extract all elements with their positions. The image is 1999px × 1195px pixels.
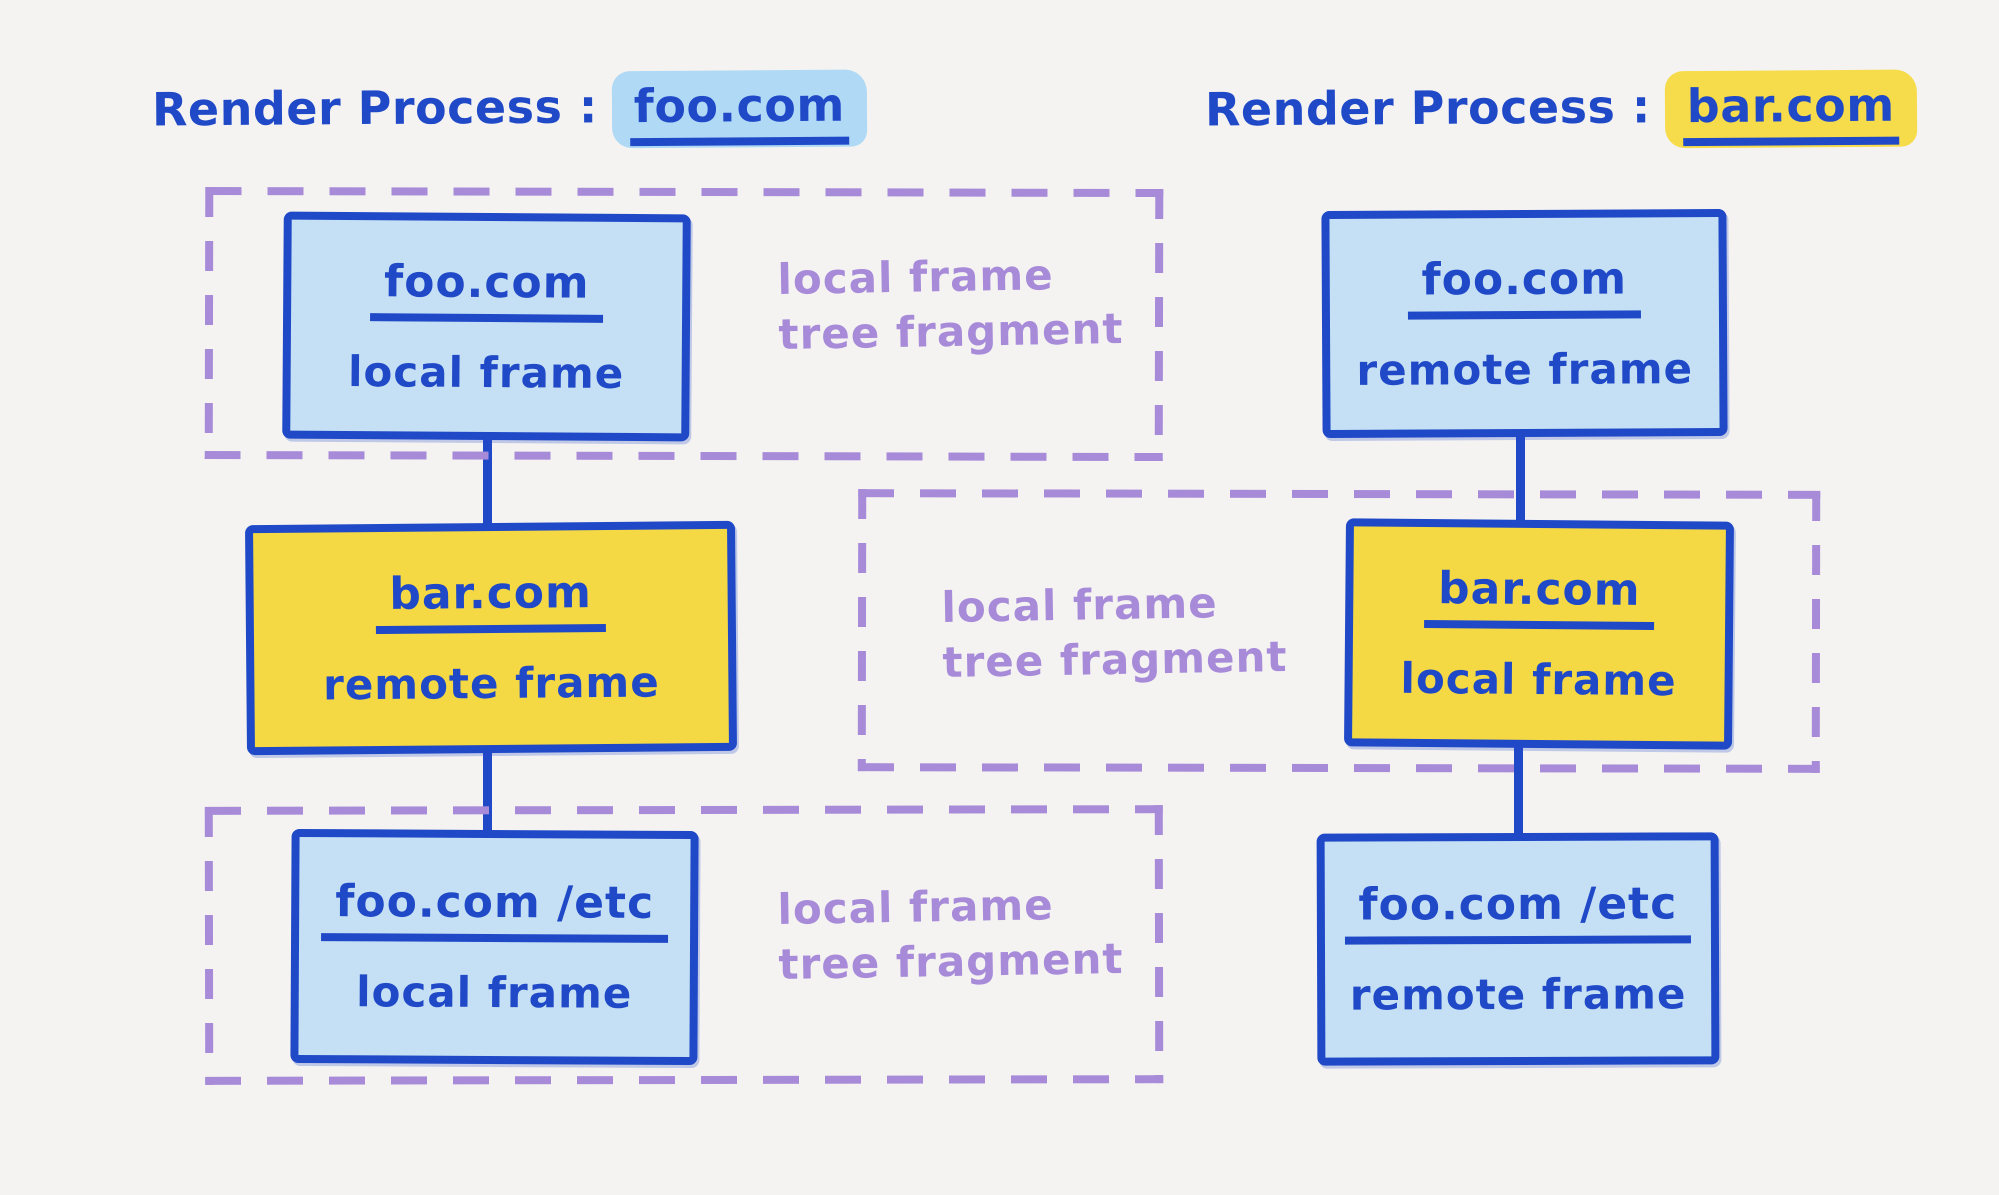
node-frame-type-label: local frame: [1400, 653, 1677, 706]
node-domain-label: bar.com: [375, 566, 607, 635]
connector-left-bottom: [483, 740, 492, 845]
process-title-foo-prefix: Render Process :: [151, 79, 599, 137]
fragment-label-line1: local frame: [777, 880, 1055, 935]
foo-title-domain: foo.com: [629, 77, 850, 147]
node-domain-label: foo.com /etc: [321, 876, 669, 943]
node-foo-local-frame: foo.com local frame: [282, 211, 691, 442]
fragment-label-line1: local frame: [941, 578, 1219, 633]
node-foo-etc-local-frame: foo.com /etc local frame: [290, 828, 699, 1066]
node-frame-type-label: remote frame: [1356, 343, 1694, 395]
fragment-label-line2: tree fragment: [778, 933, 1124, 989]
process-title-bar: Render Process : bar.com: [1204, 69, 1917, 152]
connector-right-top: [1516, 428, 1525, 538]
process-title-foo: Render Process : foo.com: [151, 69, 868, 152]
node-foo-remote-frame: foo.com remote frame: [1321, 208, 1728, 439]
bar-title-domain: bar.com: [1682, 77, 1899, 147]
node-domain-label: foo.com: [369, 255, 604, 323]
fragment-label-right: local frame tree fragment: [941, 575, 1288, 690]
node-frame-type-label: local frame: [356, 967, 633, 1018]
fragment-label-left-top: local frame tree fragment: [777, 247, 1124, 362]
process-title-bar-prefix: Render Process :: [1204, 79, 1652, 137]
node-frame-type-label: local frame: [347, 346, 625, 398]
node-domain-label: bar.com: [1423, 562, 1655, 631]
fragment-label-line2: tree fragment: [942, 631, 1288, 687]
connector-right-bottom: [1514, 738, 1523, 848]
connector-left-top: [483, 430, 492, 540]
bar-title-highlight: bar.com: [1664, 69, 1917, 149]
node-bar-remote-frame: bar.com remote frame: [245, 520, 737, 756]
node-bar-local-frame: bar.com local frame: [1344, 518, 1734, 750]
node-domain-label: foo.com: [1407, 252, 1642, 320]
node-domain-label: foo.com /etc: [1344, 878, 1692, 945]
fragment-label-line2: tree fragment: [778, 303, 1124, 359]
fragment-label-left-bottom: local frame tree fragment: [777, 877, 1124, 992]
node-foo-etc-remote-frame: foo.com /etc remote frame: [1316, 832, 1720, 1066]
node-frame-type-label: remote frame: [1349, 969, 1687, 1020]
foo-title-highlight: foo.com: [611, 69, 868, 149]
fragment-label-line1: local frame: [777, 250, 1055, 305]
node-frame-type-label: remote frame: [322, 657, 660, 710]
